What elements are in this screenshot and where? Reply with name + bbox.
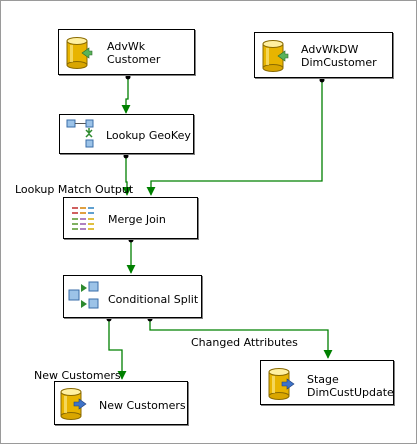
path-label-new-customers[interactable]: New Customers [34,369,121,382]
component-advwkdw-dimcustomer[interactable]: AdvWkDW DimCustomer [254,32,393,78]
database-destination-icon [268,368,295,400]
output-dot [319,77,325,83]
component-lookup-geokey[interactable]: Lookup GeoKey [59,114,194,154]
output-dot [123,153,129,159]
path-split-to-newcustomers[interactable] [108,319,127,380]
component-title-line1: Stage [307,373,339,386]
component-title: New Customers [99,399,186,412]
component-title-line1: AdvWk [107,40,146,53]
component-stage-dimcustupdate[interactable]: Stage DimCustUpdate [260,360,394,405]
path-split-to-stage[interactable] [149,319,333,359]
component-title: Merge Join [108,213,166,226]
output-dot [125,74,131,80]
lookup-icon [66,119,94,148]
database-source-icon [262,40,289,72]
database-source-icon [66,37,93,69]
component-title-line2: DimCustUpdate [307,386,394,399]
path-customer-to-lookup[interactable] [121,77,131,114]
component-title-line2: Customer [107,53,161,66]
component-title-line2: DimCustomer [301,56,377,69]
component-title: Conditional Split [108,293,199,306]
path-label-lookup-match-output[interactable]: Lookup Match Output [15,183,134,196]
component-conditional-split[interactable]: Conditional Split [63,275,202,318]
component-title: Lookup GeoKey [106,129,191,142]
path-lookup-to-merge[interactable] [122,155,132,196]
component-merge-join[interactable]: Merge Join [63,197,198,239]
merge-join-icon [72,207,94,230]
path-label-changed-attributes[interactable]: Changed Attributes [191,336,298,349]
database-destination-icon [60,388,87,420]
component-new-customers[interactable]: New Customers [54,381,188,425]
component-title-line1: AdvWkDW [301,43,359,56]
conditional-split-icon [68,281,99,309]
path-dimcustomer-to-merge[interactable] [146,80,323,196]
component-advwk-customer[interactable]: AdvWk Customer [58,29,195,75]
